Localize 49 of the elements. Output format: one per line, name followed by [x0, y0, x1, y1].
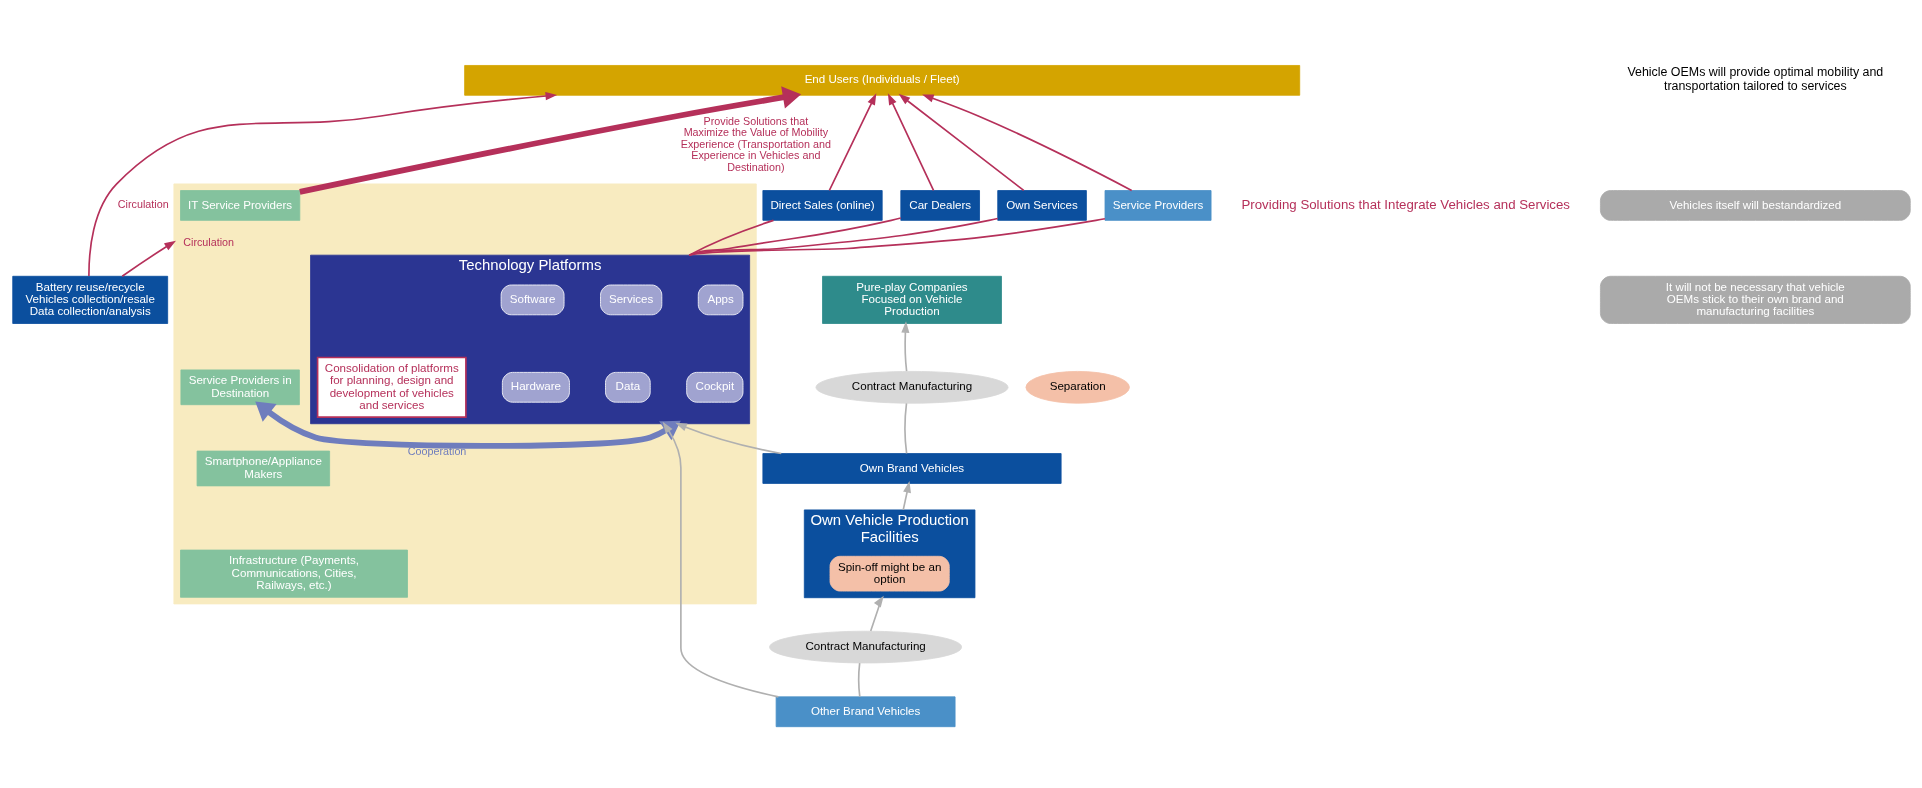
node-box: Battery reuse/recycle Vehicles collection/resale Data collection/analysis — [11, 275, 168, 324]
node-ellipse: Separation — [1025, 371, 1130, 404]
node-box: Hardware — [501, 371, 570, 403]
node-box: End Users (Individuals / Fleet) — [463, 65, 1300, 96]
node-box: Pure-play Companies Focused on Vehicle Production — [821, 275, 1002, 324]
arrow — [674, 422, 782, 455]
connector — [903, 402, 907, 455]
node-box: Services — [599, 284, 662, 316]
node-box: Direct Sales (online) — [761, 190, 883, 221]
node-box: Data — [604, 371, 651, 403]
node-box: Apps — [697, 284, 743, 316]
cluster — [172, 183, 757, 605]
node-box: Vehicles itself will bestandardized — [1599, 190, 1911, 221]
arrow — [898, 93, 1025, 192]
arrow — [921, 94, 1132, 192]
arrow — [901, 481, 911, 511]
arrow — [869, 595, 884, 632]
edge-label: Circulation — [182, 235, 234, 248]
node-ellipse: Contract Manufacturing — [815, 371, 1008, 404]
node-box: IT Service Providers — [179, 190, 300, 221]
node-box: Consolidation of platforms for planning, design and development of vehicles and services — [316, 356, 467, 418]
node-box: It will not be necessary that vehicle OEMs stick to their own brand and manufacturing facilities — [1599, 275, 1911, 324]
edge-label: Cooperation — [407, 444, 466, 457]
arrow — [887, 93, 934, 192]
node-box: Car Dealers — [899, 190, 980, 221]
connector — [687, 217, 1106, 256]
node-box: Cockpit — [685, 371, 743, 403]
edge-label: Circulation — [117, 198, 169, 211]
arrow — [298, 86, 801, 195]
node-ellipse: Contract Manufacturing — [768, 630, 962, 664]
node-box: Smartphone/Appliance Makers — [196, 450, 330, 487]
arrow — [120, 240, 176, 278]
connector — [857, 662, 861, 698]
arrow — [254, 401, 681, 449]
arrow — [662, 421, 779, 698]
node-box: Own Services — [996, 190, 1087, 221]
node-box: Spin-off might be an option — [829, 555, 950, 592]
node-box: Own Brand Vehicles — [761, 453, 1062, 484]
label: Providing Solutions that Integrate Vehicles and Services — [1240, 196, 1570, 212]
node-box: Software — [500, 284, 564, 316]
label: Vehicle OEMs will provide optimal mobility and transportation tailored to services — [1626, 65, 1883, 94]
node-box: Service Providers in Destination — [180, 369, 300, 406]
arrow — [900, 321, 909, 372]
arrow — [87, 92, 557, 277]
arrow — [828, 93, 876, 192]
edge-label: Provide Solutions that Maximize the Value of Mobility Experience (Transportation and Experience in Vehicles and Destination) — [680, 114, 831, 173]
node-box: Infrastructure (Payments, Communications, Cities, Railways, etc.) — [179, 549, 408, 598]
node-box: Other Brand Vehicles — [775, 696, 955, 728]
node-box: Service Providers — [1104, 190, 1211, 221]
